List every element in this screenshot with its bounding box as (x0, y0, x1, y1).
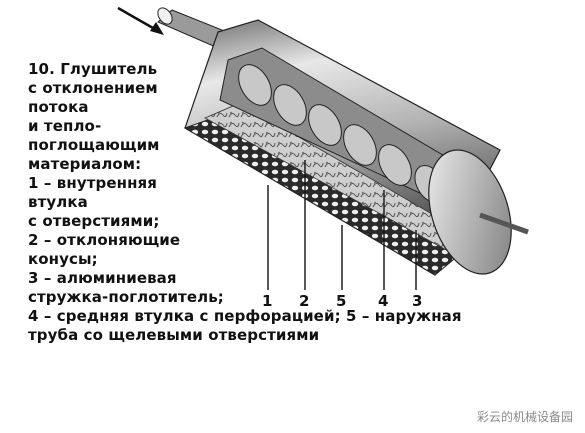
callout-5: 5 (336, 292, 346, 310)
caption-line: с отклонением (28, 79, 158, 97)
flow-arrow (117, 6, 164, 35)
inlet-pipe (157, 7, 233, 49)
caption-line: конусы; (28, 250, 98, 268)
caption-line: втулка (28, 193, 88, 211)
watermark-text: 彩云的机械设备园 (476, 410, 573, 424)
callout-3: 3 (412, 292, 422, 310)
callout-4: 4 (378, 292, 388, 310)
caption-line: 2 – отклоняющие (28, 231, 181, 249)
caption-line: труба со щелевыми отверстиями (28, 326, 320, 344)
caption-line: с отверстиями; (28, 212, 160, 230)
callout-1: 1 (262, 292, 272, 310)
caption-line: стружка-поглотитель; (28, 288, 224, 306)
caption-line: поглощающим (28, 136, 160, 154)
caption-title: 10. Глушитель (28, 60, 158, 78)
caption-line: 1 – внутренняя (28, 174, 158, 192)
end-cap (428, 149, 529, 275)
caption-line: потока (28, 98, 89, 116)
caption-line: 3 – алюминиевая (28, 269, 177, 287)
caption-line: материалом: (28, 155, 142, 173)
caption-line: и тепло- (28, 117, 102, 135)
callout-2: 2 (299, 292, 309, 310)
leader-lines (267, 160, 417, 290)
caption-line: 4 – средняя втулка с перфорацией; 5 – на… (28, 307, 462, 325)
